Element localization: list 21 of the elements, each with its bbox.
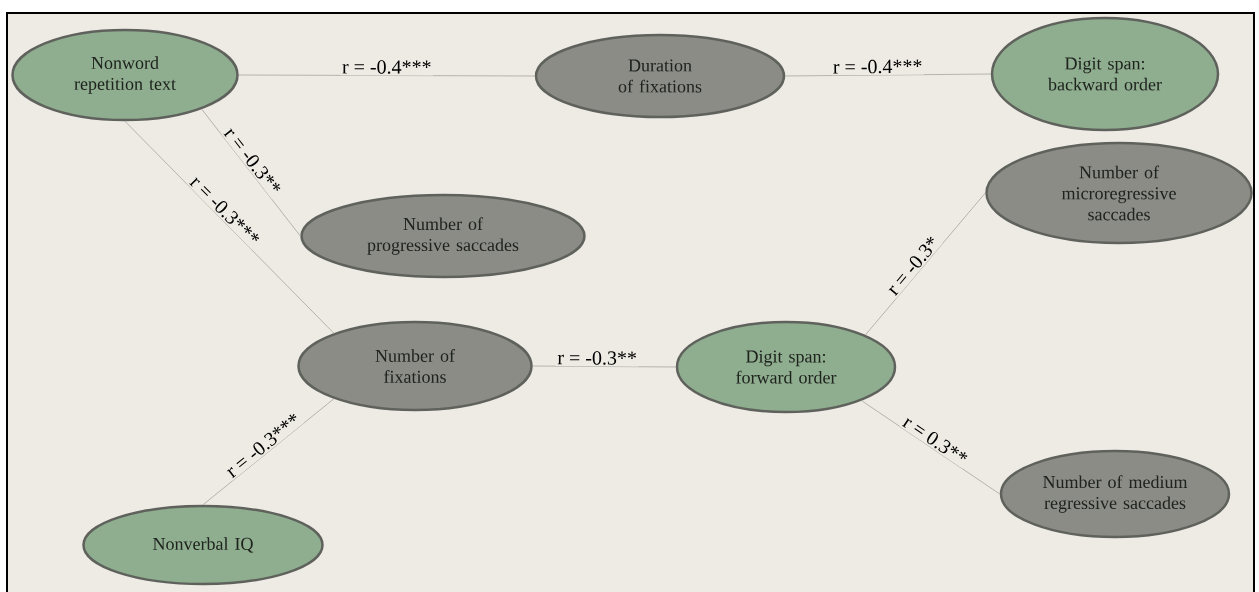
connector-line: [532, 365, 677, 368]
ellipse-node: Digit span: backward order: [990, 16, 1220, 132]
connector-line: [861, 400, 1001, 495]
edge-label: r = 0.3**: [901, 417, 968, 460]
ellipse-node: Digit span: forward order: [675, 320, 897, 414]
ellipse-node: Nonverbal IQ: [82, 504, 324, 586]
ellipse-node: Number of progressive saccades: [300, 193, 586, 279]
connector-line: [238, 74, 536, 77]
connector-line: [202, 398, 335, 506]
edge-label: r = -0.3**: [557, 351, 637, 365]
ellipse-node: Number of fixations: [297, 320, 533, 412]
edge-label: r = -0.4***: [342, 60, 431, 74]
connector-line: [201, 108, 301, 237]
ellipse-node: Duration of fixations: [534, 33, 786, 119]
ellipse-node: Number of medium regressive saccades: [999, 449, 1231, 539]
ellipse-node: Nonword repetition text: [11, 28, 239, 122]
edge-label: r = -0.4***: [833, 59, 922, 74]
connector-line: [865, 192, 986, 336]
connector-line: [784, 73, 992, 77]
connector-line: [124, 120, 335, 334]
ellipse-node: Number of microregressive saccades: [985, 141, 1253, 245]
